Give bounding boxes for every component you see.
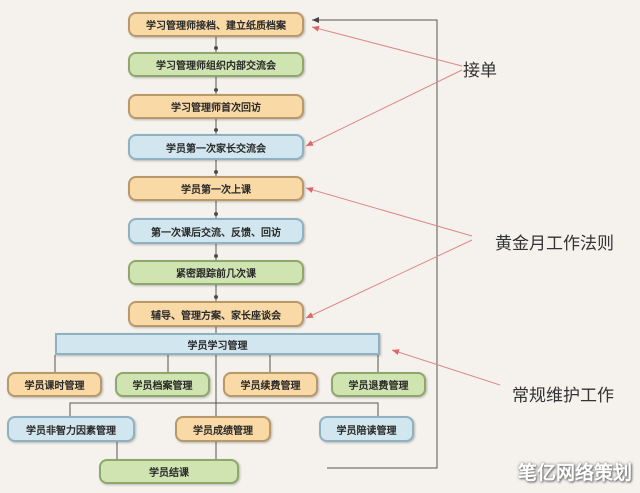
management-bar: 学员学习管理 [55,333,380,355]
label-golden-month: 黄金月工作法则 [495,234,614,254]
flow-step-8: 辅导、管理方案、家长座谈会 [128,301,304,327]
flow-step-3: 学习管理师首次回访 [128,94,304,119]
flow-step-6: 第一次课后交流、反馈、回访 [128,218,304,244]
row2-item-1: 学员非智力因素管理 [7,416,135,442]
label-routine: 常规维护工作 [512,386,614,406]
flow-step-1: 学习管理师接档、建立纸质档案 [128,12,304,37]
row1-item-4: 学员退费管理 [331,372,426,397]
flow-step-4: 学员第一次家长交流会 [128,134,304,160]
row1-item-2: 学员档案管理 [115,372,210,397]
watermark: 笔亿网络策划 [517,462,632,484]
row1-item-3: 学员续费管理 [223,372,318,397]
row2-item-3: 学员陪读管理 [319,416,414,442]
row2-item-2: 学员成绩管理 [175,416,271,442]
label-order: 接单 [463,61,497,81]
flow-step-7: 紧密跟踪前几次课 [128,260,304,285]
final-step: 学员结课 [99,459,239,484]
flow-step-2: 学习管理师组织内部交流会 [128,52,304,77]
row1-item-1: 学员课时管理 [7,372,102,397]
flow-step-5: 学员第一次上课 [128,176,304,201]
